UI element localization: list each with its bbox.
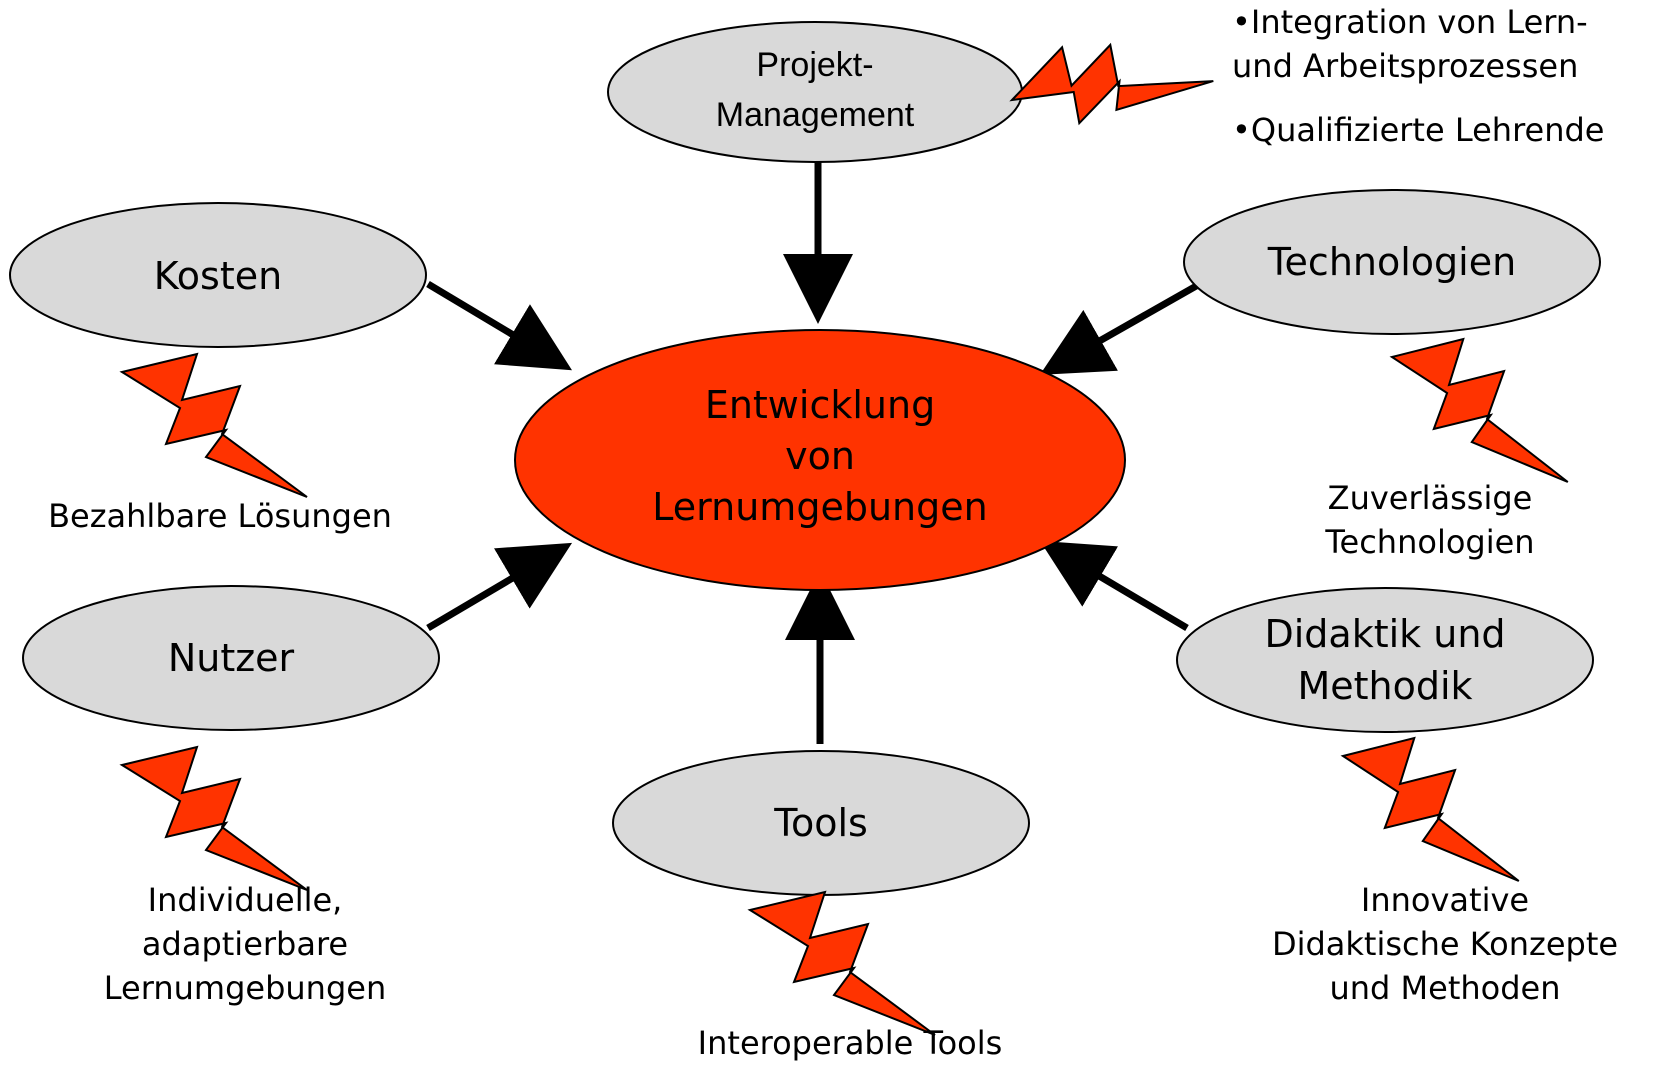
lightning-icon: [1009, 42, 1214, 126]
node-technologien-label: Technologien: [1267, 240, 1517, 284]
outcome-technologien-line-2: Technologien: [1325, 523, 1535, 561]
center-line-2: von: [785, 434, 855, 478]
lightning-icon: [747, 890, 936, 1036]
lightning-icon: [119, 352, 308, 498]
lightning-icon: [1340, 736, 1520, 882]
node-didaktik: [1176, 587, 1594, 733]
node-center: [514, 329, 1126, 591]
projekt-bullet-list: •Integration von Lern- und Arbeitsprozes…: [1232, 0, 1604, 152]
outcome-kosten: Bezahlbare Lösungen: [48, 497, 392, 535]
arrow-nutzer-to-center: [426, 542, 573, 632]
outcome-nutzer-line-2: adaptierbare: [141, 925, 349, 963]
node-kosten: [9, 202, 427, 348]
projekt-line-2: Management: [715, 96, 915, 134]
center-line-1: Entwicklung: [704, 383, 936, 427]
node-technologien: [1183, 189, 1601, 335]
didaktik-line-1: Didaktik und: [1264, 612, 1506, 656]
outcome-tools: Interoperable Tools: [697, 1024, 1003, 1062]
outcome-didaktik: Innovative Didaktische Konzepte und Meth…: [1220, 878, 1670, 1010]
outcome-nutzer-line-3: Lernumgebungen: [103, 969, 387, 1007]
lightning-icon: [119, 745, 308, 891]
node-didaktik-label: Didaktik und Methodik: [1185, 608, 1585, 712]
outcome-technologien-line-1: Zuverlässige: [1327, 479, 1533, 517]
arrow-didaktik-to-center: [1039, 540, 1189, 632]
bullet-item: und Arbeitsprozessen: [1232, 47, 1579, 85]
bullet-item: •Qualifizierte Lehrende: [1232, 111, 1605, 149]
node-kosten-label: Kosten: [153, 254, 283, 298]
outcome-didaktik-line-2: Didaktische Konzepte: [1271, 925, 1619, 963]
center-label: Entwicklung von Lernumgebungen: [570, 380, 1070, 533]
lightning-icon: [1389, 337, 1569, 483]
projekt-line-1: Projekt-: [756, 46, 874, 84]
node-nutzer-label: Nutzer: [167, 636, 295, 680]
outcome-nutzer: Individuelle, adaptierbare Lernumgebunge…: [45, 878, 445, 1010]
outcome-didaktik-line-1: Innovative: [1360, 881, 1530, 919]
node-tools-label: Tools: [774, 801, 868, 845]
center-line-3: Lernumgebungen: [652, 485, 988, 529]
outcome-technologien: Zuverlässige Technologien: [1230, 476, 1630, 564]
node-nutzer: [22, 585, 440, 731]
didaktik-line-2: Methodik: [1297, 664, 1473, 708]
node-projekt-label: Projekt- Management: [615, 40, 1015, 140]
arrow-kosten-to-center: [426, 280, 573, 371]
outcome-nutzer-line-1: Individuelle,: [147, 881, 343, 919]
arrow-technologien-to-center: [1039, 281, 1200, 375]
bullet-item: •Integration von Lern-: [1232, 3, 1588, 41]
outcome-didaktik-line-3: und Methoden: [1329, 969, 1561, 1007]
